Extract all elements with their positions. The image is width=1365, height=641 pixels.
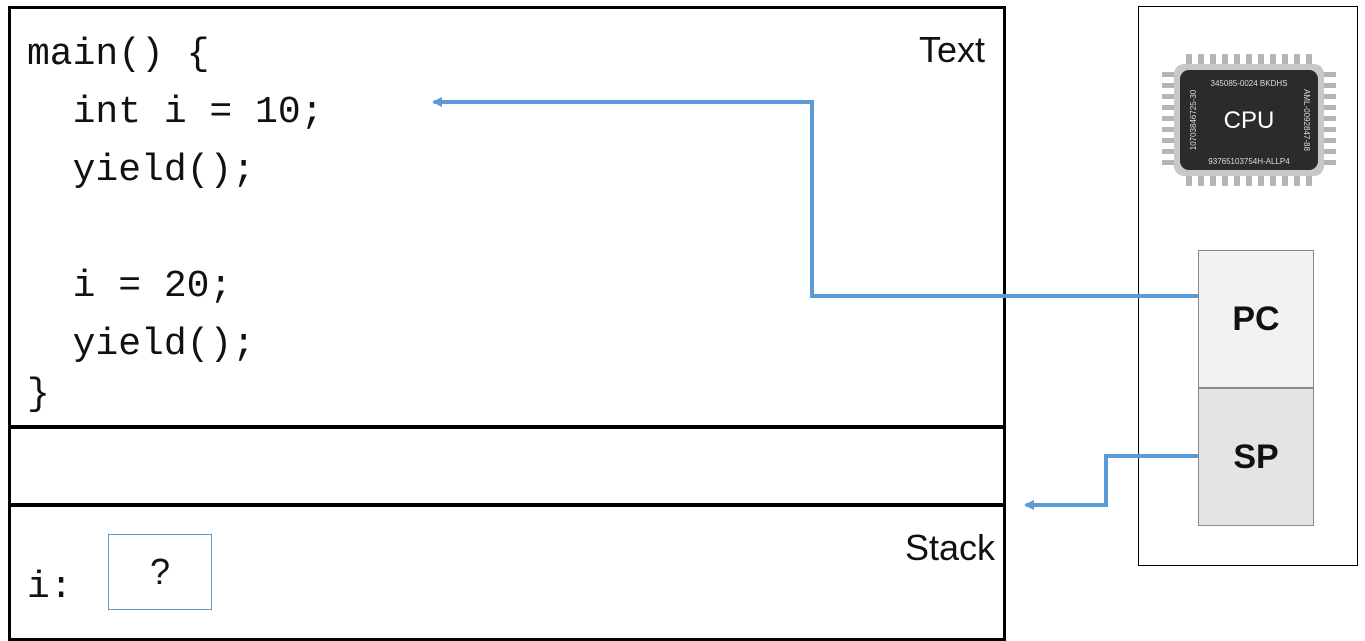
- sp-register: SP: [1198, 388, 1314, 526]
- code-line-2: int i = 10;: [27, 91, 324, 134]
- stack-var-value-box: ?: [108, 534, 212, 610]
- cpu-chip-code-left: 10703846725-30: [1189, 89, 1198, 150]
- code-line-5: i = 20;: [27, 265, 233, 308]
- stack-segment-label: Stack: [904, 527, 995, 568]
- stack-var-label: i:: [27, 566, 73, 609]
- cpu-chip-code-right: AML-0092847-88: [1302, 89, 1311, 151]
- text-segment: main() { int i = 10; yield(); i = 20; yi…: [8, 6, 1006, 428]
- stack-var-value: ?: [149, 551, 171, 592]
- code-line-6: yield();: [27, 323, 256, 366]
- cpu-chip-code-bottom: 93765103754H-ALLP4: [1208, 157, 1290, 166]
- pc-register: PC: [1198, 250, 1314, 388]
- cpu-chip-icon: CPU 345085-0024 BKDHS 93765103754H-ALLP4…: [1162, 54, 1336, 186]
- code-line-1: main() {: [27, 33, 210, 76]
- cpu-chip-code-top: 345085-0024 BKDHS: [1211, 79, 1288, 88]
- cpu-chip-label: CPU: [1224, 107, 1275, 134]
- sp-register-label: SP: [1233, 437, 1279, 476]
- pc-arrow: [432, 97, 1198, 298]
- pc-register-label: PC: [1232, 299, 1280, 338]
- text-segment-label: Text: [918, 29, 985, 70]
- code-line-3: yield();: [27, 149, 256, 192]
- sp-arrow: [1024, 454, 1198, 510]
- code-line-7: }: [27, 373, 50, 416]
